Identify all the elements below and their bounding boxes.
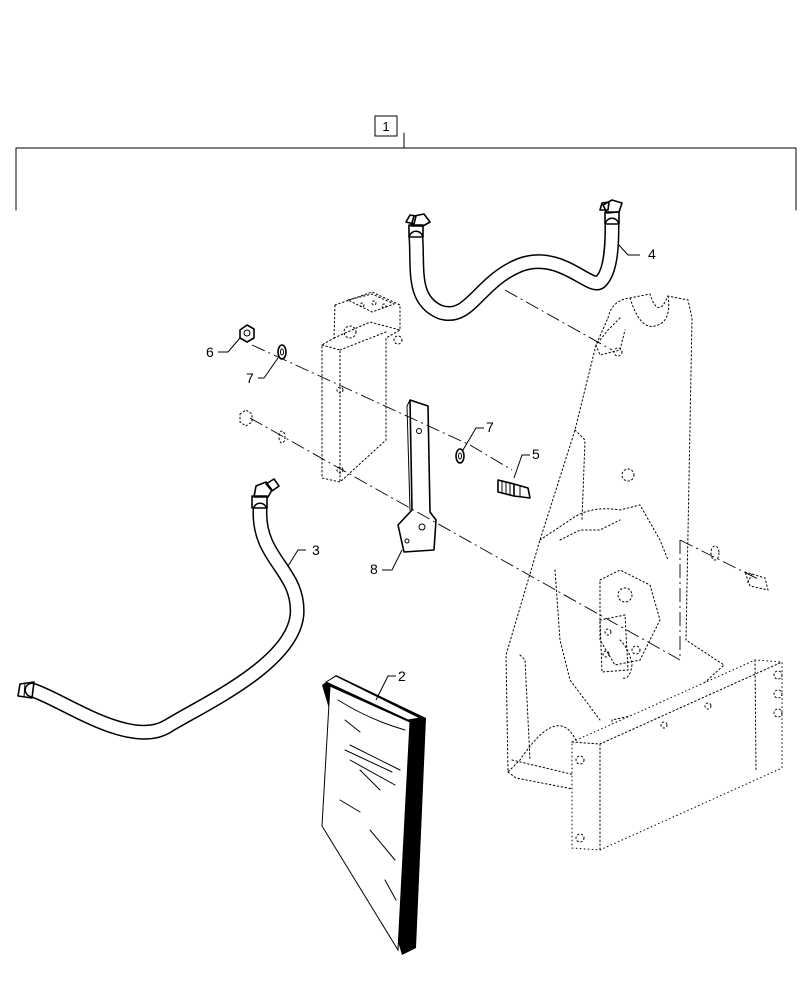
callout-7-lower: 7: [486, 419, 494, 435]
assembly-centerlines: [249, 289, 761, 661]
callout-1: 1: [382, 119, 389, 134]
washer-7-upper: [277, 344, 287, 360]
callout-4: 4: [648, 246, 656, 262]
hose-3: [17, 478, 305, 740]
hose-4: [405, 199, 623, 322]
nut-6: [239, 324, 255, 343]
kit-bracket: 1: [15, 115, 797, 211]
plate-8: [397, 399, 437, 553]
callout-5: 5: [532, 446, 540, 462]
instruction-booklet-2: [321, 675, 426, 955]
washer-7-lower: [455, 448, 465, 464]
callout-6: 6: [206, 344, 214, 360]
callout-3: 3: [312, 542, 320, 558]
callout-8: 8: [370, 561, 378, 577]
loader-frame: [505, 293, 783, 851]
bolt-5: [497, 479, 531, 499]
callout-7-upper: 7: [246, 370, 254, 386]
valve-bracket: [321, 291, 403, 483]
leader-lines: [218, 243, 640, 701]
callout-2: 2: [398, 668, 406, 684]
lower-nut-washer: [239, 409, 286, 444]
